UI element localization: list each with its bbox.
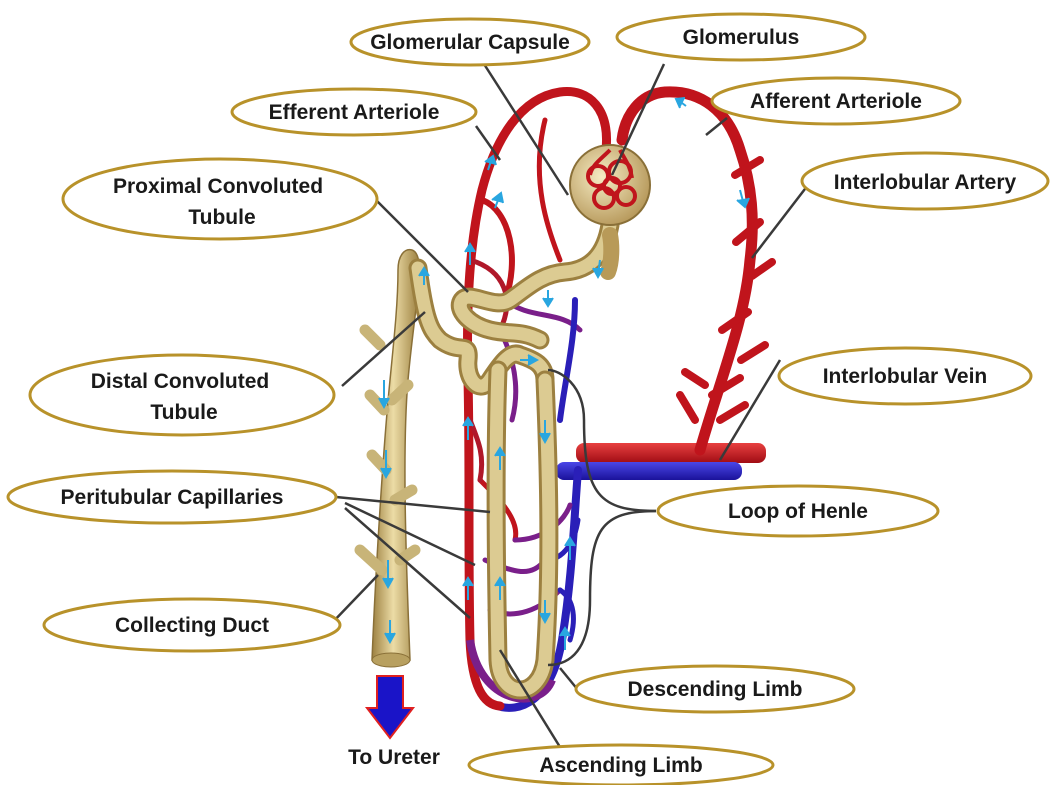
- svg-text:Collecting Duct: Collecting Duct: [115, 614, 269, 637]
- svg-text:Glomerular Capsule: Glomerular Capsule: [370, 31, 570, 54]
- label-collecting-duct: Collecting Duct: [44, 599, 340, 651]
- label-efferent-arteriole: Efferent Arteriole: [232, 89, 476, 135]
- label-proximal-convoluted-tubule: Proximal Convoluted Tubule: [63, 159, 377, 239]
- label-descending-limb: Descending Limb: [576, 666, 854, 712]
- svg-text:Afferent Arteriole: Afferent Arteriole: [750, 90, 922, 113]
- svg-text:Glomerulus: Glomerulus: [683, 26, 800, 49]
- label-glomerulus: Glomerulus: [617, 14, 865, 60]
- label-to-ureter: To Ureter: [348, 746, 440, 769]
- label-afferent-arteriole: Afferent Arteriole: [712, 78, 960, 124]
- svg-text:Tubule: Tubule: [188, 206, 255, 229]
- svg-text:Peritubular Capillaries: Peritubular Capillaries: [61, 486, 284, 509]
- label-loop-of-henle: Loop of Henle: [658, 486, 938, 536]
- label-peritubular-capillaries: Peritubular Capillaries: [8, 471, 336, 523]
- svg-text:Interlobular Vein: Interlobular Vein: [823, 365, 988, 388]
- svg-text:Efferent Arteriole: Efferent Arteriole: [269, 101, 440, 124]
- svg-text:Interlobular Artery: Interlobular Artery: [834, 171, 1017, 194]
- label-interlobular-artery: Interlobular Artery: [802, 153, 1048, 209]
- label-interlobular-vein: Interlobular Vein: [779, 348, 1031, 404]
- ureter-arrow: [367, 676, 413, 738]
- label-distal-convoluted-tubule: Distal Convoluted Tubule: [30, 355, 334, 435]
- label-glomerular-capsule: Glomerular Capsule: [351, 19, 589, 65]
- svg-text:Descending Limb: Descending Limb: [627, 678, 802, 701]
- svg-text:Loop of Henle: Loop of Henle: [728, 500, 868, 523]
- svg-text:Tubule: Tubule: [150, 401, 217, 424]
- svg-text:To Ureter: To Ureter: [348, 746, 440, 769]
- svg-text:Distal Convoluted: Distal Convoluted: [91, 370, 270, 393]
- glomerulus-shape: [570, 145, 650, 272]
- collecting-duct-shape: [360, 250, 419, 667]
- svg-text:Ascending Limb: Ascending Limb: [539, 754, 702, 777]
- svg-text:Proximal Convoluted: Proximal Convoluted: [113, 175, 323, 198]
- label-ascending-limb: Ascending Limb: [469, 745, 773, 785]
